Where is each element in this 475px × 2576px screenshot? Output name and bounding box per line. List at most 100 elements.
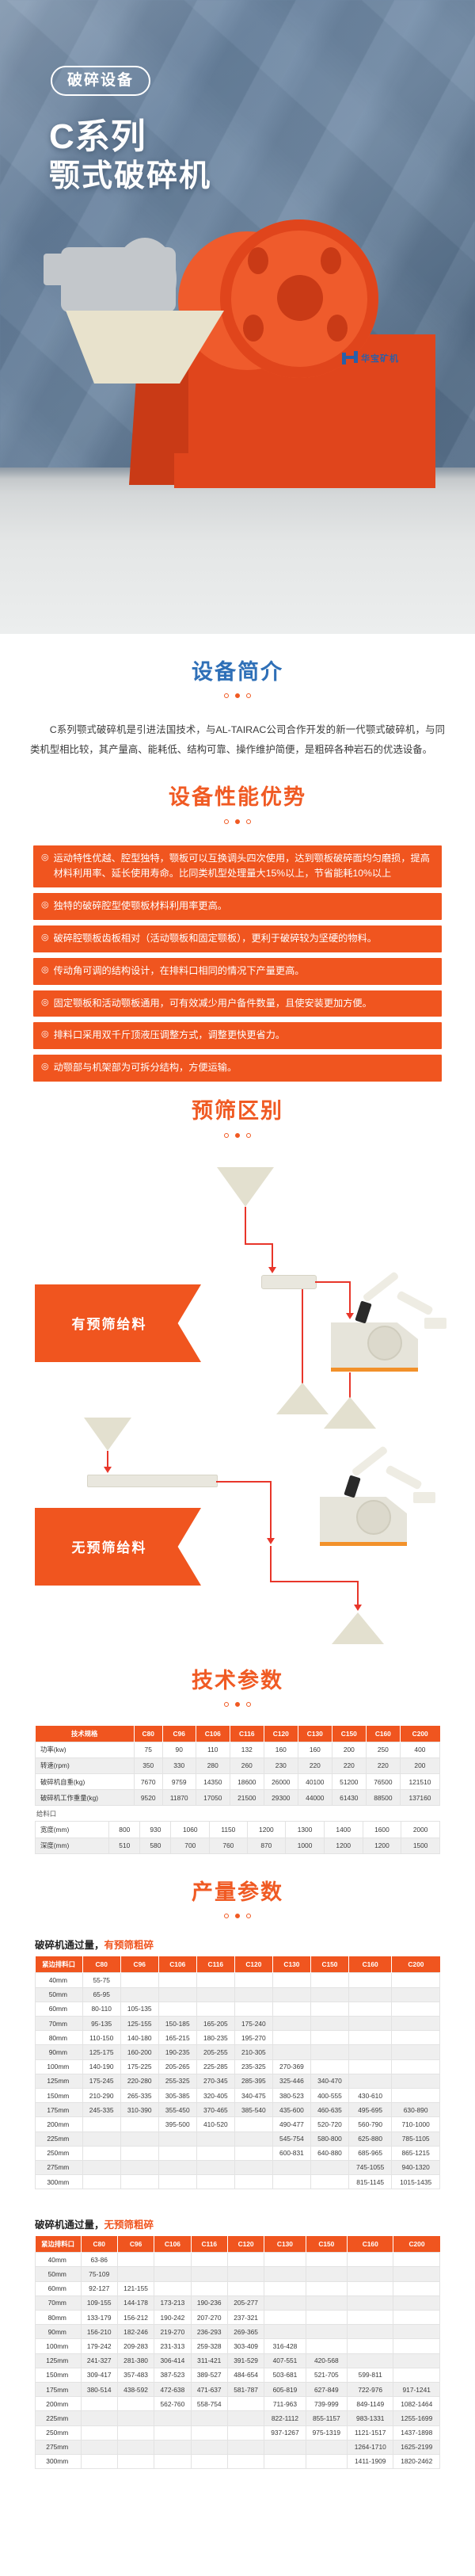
table-cell — [82, 2131, 121, 2147]
table-cell — [305, 2309, 348, 2326]
row-label: 100mm — [35, 2059, 83, 2074]
table-cell — [120, 1986, 159, 2002]
table-cell: 195-270 — [234, 2030, 273, 2046]
section-title-advantages: 设备性能优势 — [169, 785, 306, 810]
table-cell: 387-523 — [154, 2367, 192, 2383]
dot-2 — [235, 819, 240, 824]
advantage-text: 运动特性优越、腔型独特，颚板可以互换调头四次使用，达到颚板破碎面均匀磨损，提高材… — [53, 853, 430, 879]
table-cell: 200 — [331, 1741, 367, 1758]
column-header: C116 — [230, 1725, 264, 1742]
table-cell: 88500 — [365, 1789, 401, 1807]
table-cell: 160 — [297, 1741, 332, 1758]
table-cell — [272, 2159, 311, 2176]
table-cell: 51200 — [331, 1773, 367, 1791]
row-label: 功率(kw) — [35, 1741, 135, 1758]
table-cell — [305, 2252, 348, 2268]
column-header: C200 — [393, 2236, 440, 2253]
table-cell: 1082-1464 — [393, 2396, 440, 2412]
table-cell — [272, 1986, 311, 2002]
table-cell — [393, 2367, 440, 2383]
table-cell — [272, 2174, 311, 2190]
dot-3 — [246, 1914, 251, 1919]
table-cell — [391, 2059, 440, 2074]
row-label: 175mm — [35, 2102, 83, 2118]
table-cell: 320-405 — [196, 2087, 235, 2104]
table-cell — [154, 2439, 192, 2455]
advantage-item: ◎运动特性优越、腔型独特，颚板可以互换调头四次使用，达到颚板破碎面均匀磨损，提高… — [33, 845, 442, 887]
table-cell — [116, 2252, 155, 2268]
column-header: C150 — [306, 2236, 348, 2253]
table-cell — [391, 2015, 440, 2032]
advantage-text: 破碎腔颚板齿板相对（活动颚板和固定颚板），更利于破碎较为坚硬的物料。 — [53, 932, 377, 944]
table-cell: 132 — [229, 1741, 264, 1758]
dot-3 — [246, 1702, 251, 1708]
table-cell — [264, 2324, 306, 2340]
table-cell — [348, 2030, 393, 2046]
table-cell: 220 — [297, 1757, 332, 1775]
table-cell: 627-849 — [305, 2381, 348, 2398]
table-cell: 260 — [229, 1757, 264, 1775]
dot-1 — [224, 1702, 229, 1708]
row-label: 40mm — [35, 2252, 82, 2268]
table-cell — [190, 2410, 228, 2426]
table-cell: 280 — [195, 1757, 230, 1775]
table-cell — [158, 2001, 197, 2017]
column-header: C96 — [162, 1725, 196, 1742]
table-cell: 400 — [399, 1741, 441, 1758]
excavator-boom-1 — [396, 1290, 434, 1316]
row-label: 250mm — [35, 2425, 82, 2441]
table-cell: 510 — [108, 1837, 141, 1854]
motor-junction-box — [44, 254, 69, 285]
row-label: 90mm — [35, 2044, 83, 2060]
table-cell: 144-178 — [116, 2295, 155, 2311]
table-cell — [158, 2174, 197, 2190]
table-cell — [310, 1986, 349, 2002]
table-cell — [154, 2252, 192, 2268]
table-cell: 385-540 — [234, 2102, 273, 2118]
bullet-marker-icon: ◎ — [41, 1062, 49, 1072]
column-header: C160 — [347, 2236, 394, 2253]
table-cell — [154, 2453, 192, 2470]
row-label: 300mm — [35, 2453, 82, 2470]
table-cell: 1600 — [362, 1821, 402, 1838]
table-cell — [391, 2073, 440, 2089]
table-cell: 105-135 — [120, 2001, 159, 2017]
column-header: C160 — [366, 1725, 401, 1742]
table-cell — [264, 2309, 306, 2326]
row-label: 100mm — [35, 2338, 82, 2354]
table-cell: 760 — [209, 1837, 248, 1854]
excavator-boom-2 — [385, 1464, 423, 1490]
output-table1-caption: 破碎机通过量，有预筛粗碎 — [35, 1937, 440, 1952]
page-title: C系列 颚式破碎机 — [49, 117, 211, 194]
table-cell: 241-327 — [80, 2353, 118, 2368]
table-cell — [393, 2295, 440, 2311]
column-header: C200 — [400, 1725, 440, 1742]
table-cell: 150-185 — [158, 2015, 197, 2032]
table-cell — [264, 2280, 306, 2296]
row-label: 深度(mm) — [34, 1837, 110, 1854]
table-cell: 1437-1898 — [393, 2425, 440, 2441]
table-cell: 175-225 — [120, 2059, 159, 2074]
product-pile-2 — [276, 1382, 329, 1414]
table-cell — [310, 1972, 349, 1988]
table-cell — [264, 2266, 306, 2282]
table-cell — [310, 2174, 349, 2190]
table-cell: 121-155 — [116, 2280, 155, 2296]
hero-floor — [0, 467, 475, 634]
table-cell: 76500 — [365, 1773, 401, 1791]
row-label: 225mm — [35, 2410, 82, 2426]
table-cell: 1200 — [246, 1821, 287, 1838]
vibrating-screen-1 — [261, 1274, 317, 1289]
discharge-belt-1 — [331, 1367, 418, 1372]
